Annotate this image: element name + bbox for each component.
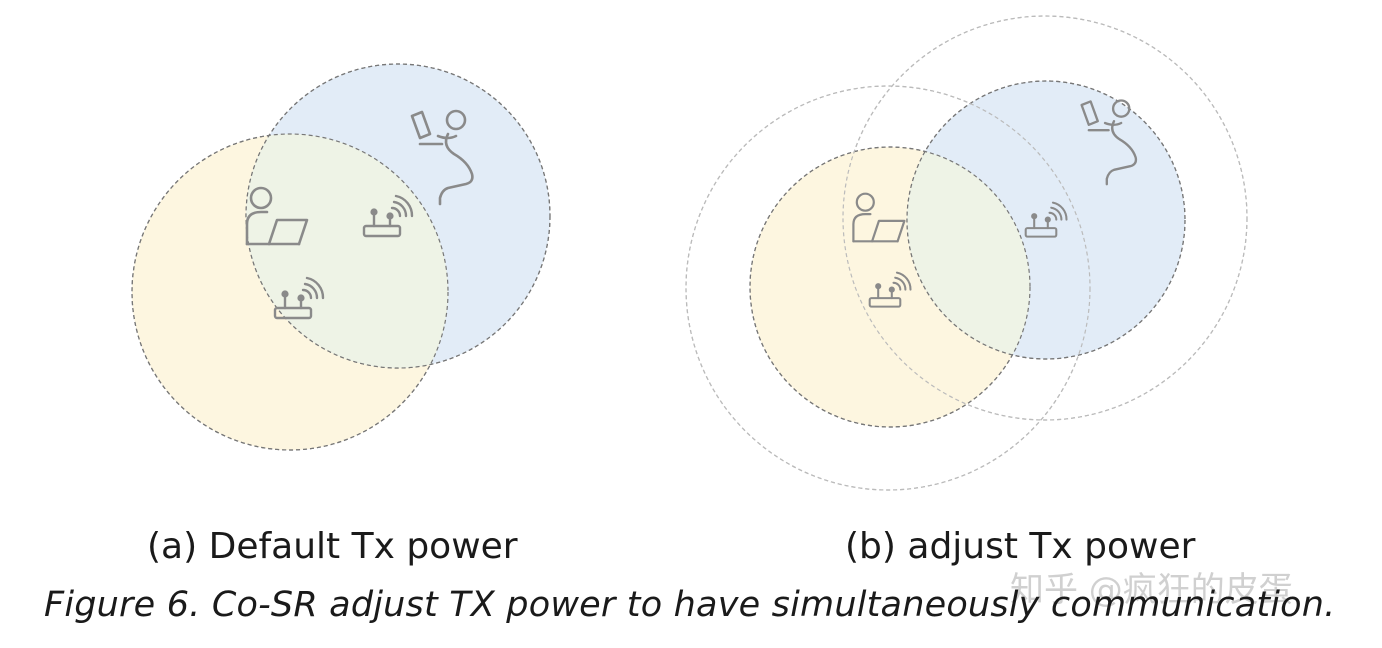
panel-b-label: (b) adjust Tx power [845,526,1196,567]
watermark: 知乎 @疯狂的皮蛋 [1010,570,1293,610]
figure-caption: Figure 6. Co-SR adjust TX power to have … [44,585,1336,625]
panel-a-label: (a) Default Tx power [147,526,518,567]
coverage-diagram [131,15,1248,491]
panel-a-diagram [131,63,551,451]
panel-b-diagram [685,15,1248,491]
